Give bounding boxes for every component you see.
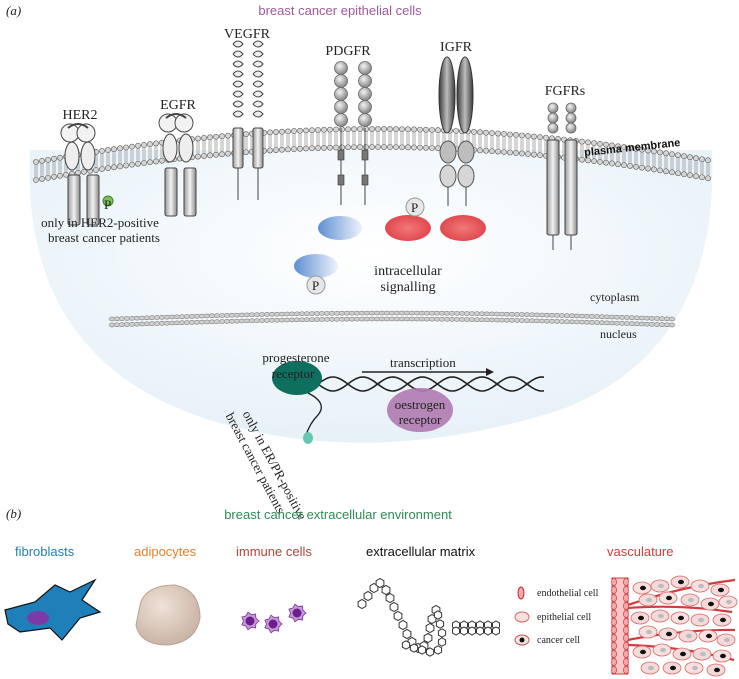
signalling-line2: signalling bbox=[380, 280, 436, 295]
signal-kinase-blue-2 bbox=[294, 254, 338, 278]
label-p-her2: P bbox=[104, 197, 112, 212]
label-egfr: EGFR bbox=[160, 98, 196, 113]
nuclear-envelope bbox=[108, 310, 676, 328]
label-vasculature: vasculature bbox=[607, 544, 674, 559]
signal-kinase-red-1 bbox=[385, 215, 431, 241]
fibroblast-illustration bbox=[4, 578, 102, 641]
label-extracellular-matrix: extracellular matrix bbox=[366, 544, 476, 559]
label-fgfrs: FGFRs bbox=[544, 84, 586, 99]
panel-b-letter: (b) bbox=[6, 506, 22, 521]
pdgfr-receptor bbox=[334, 61, 372, 205]
fgfrs-receptor bbox=[546, 102, 578, 250]
label-vegfr: VEGFR bbox=[224, 27, 270, 42]
label-igfr: IGFR bbox=[440, 40, 472, 55]
her2-receptor bbox=[60, 123, 114, 226]
panel-a-title: breast cancer epithelial cells bbox=[258, 3, 422, 18]
label-immune-cells: immune cells bbox=[236, 544, 312, 559]
label-fibroblasts: fibroblasts bbox=[15, 544, 75, 559]
pr-line1: progesterone bbox=[262, 350, 330, 365]
phospho-circle-2 bbox=[306, 275, 326, 295]
cell-body bbox=[29, 150, 713, 443]
panel-b-title: breast cancer extracellular environment bbox=[224, 507, 452, 522]
phospho-circle-1 bbox=[405, 197, 425, 217]
legend-cancer: cancer cell bbox=[537, 635, 581, 646]
vegfr-receptor bbox=[232, 40, 264, 200]
label-her2: HER2 bbox=[62, 108, 98, 123]
label-adipocytes: adipocytes bbox=[134, 544, 197, 559]
progesterone-receptor-shape bbox=[272, 361, 322, 395]
dna-helix bbox=[317, 376, 545, 392]
pr-line2: receptor bbox=[271, 366, 315, 381]
oestrogen-receptor-shape bbox=[387, 388, 453, 432]
label-nucleus: nucleus bbox=[600, 327, 637, 341]
egfr-receptor bbox=[158, 113, 197, 217]
signalling-line1: intracellular bbox=[374, 264, 442, 279]
legend-endothelial-shape bbox=[517, 586, 525, 600]
legend-epithelial: epithelial cell bbox=[537, 612, 592, 623]
label-pdgfr: PDGFR bbox=[325, 44, 371, 59]
legend-epithelial-shape bbox=[514, 611, 530, 623]
her2-note-line1: only in HER2-positive bbox=[41, 215, 159, 230]
ecm-illustration bbox=[357, 577, 500, 657]
er-line1: oestrogen bbox=[394, 397, 446, 412]
panel-a-letter: (a) bbox=[6, 3, 22, 18]
label-cytoplasm: cytoplasm bbox=[590, 290, 640, 304]
label-p-1: P bbox=[411, 200, 419, 215]
signal-kinase-red-2 bbox=[440, 215, 486, 241]
her2-note-line2: breast cancer patients bbox=[48, 230, 160, 245]
signal-kinase-blue-1 bbox=[318, 216, 362, 240]
er-line2: receptor bbox=[398, 412, 442, 427]
immune-cells-illustration bbox=[241, 603, 307, 634]
legend-endothelial: endothelial cell bbox=[537, 588, 599, 599]
igfr-receptor bbox=[438, 56, 475, 206]
vasculature-illustration bbox=[611, 575, 738, 677]
label-p-2: P bbox=[312, 278, 320, 293]
adipocyte-illustration bbox=[135, 584, 201, 646]
label-transcription: transcription bbox=[390, 355, 456, 370]
